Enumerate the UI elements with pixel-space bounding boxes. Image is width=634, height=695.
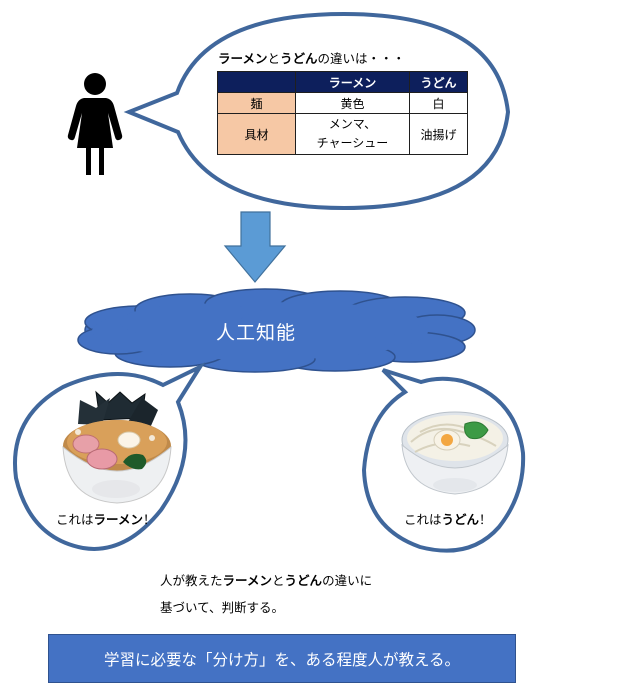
udon-caption: これはうどん！ [404, 509, 492, 528]
cell-udon-noodle: 白 [408, 92, 469, 114]
speech-title-to: と [267, 51, 281, 66]
ai-cloud [77, 288, 476, 373]
explanation-part: 人が教えた [160, 573, 223, 588]
summary-banner: 学習に必要な「分け方」を、ある程度人が教える。 [48, 634, 516, 683]
speech-title: ラーメンとうどんの違いは・・・ [218, 48, 405, 67]
person-icon [67, 73, 123, 175]
table-header-udon: うどん [408, 71, 469, 93]
ramen-caption-prefix: これは [56, 512, 94, 527]
ramen-caption: これはラーメン！ [56, 509, 156, 528]
speech-title-ramen: ラーメン [218, 51, 268, 66]
ramen-bowl-illustration [62, 390, 172, 504]
udon-caption-prefix: これは [404, 512, 442, 527]
udon-caption-exclaim: ！ [479, 512, 492, 527]
table-header-row: ラーメン うどん [217, 71, 469, 93]
cell-udon-toppings: 油揚げ [408, 113, 469, 155]
udon-bowl-illustration [401, 411, 509, 495]
table-row: 具材 メンマ、 チャーシュー 油揚げ [217, 113, 469, 155]
explanation-ramen: ラーメン [222, 573, 273, 588]
cell-ramen-toppings-line2: チャーシュー [316, 136, 389, 150]
table-row: 麺 黄色 白 [217, 92, 469, 114]
row-label-toppings: 具材 [217, 113, 296, 155]
cell-ramen-noodle: 黄色 [295, 92, 410, 114]
explanation-part: の違いに [322, 573, 373, 588]
cell-ramen-toppings: メンマ、 チャーシュー [295, 113, 410, 155]
cell-ramen-toppings-line1: メンマ、 [328, 117, 377, 131]
speech-title-udon: うどん [280, 51, 318, 66]
table-header-empty [217, 71, 296, 93]
row-label-noodle: 麺 [217, 92, 296, 114]
explanation-part: と [272, 573, 285, 588]
comparison-table: ラーメン うどん 麺 黄色 白 具材 メンマ、 チャーシュー 油揚げ [217, 71, 469, 155]
explanation-line2: 基づいて、判断する。 [160, 600, 285, 615]
ramen-caption-word: ラーメン [93, 512, 144, 527]
explanation-text: 人が教えたラーメンとうどんの違いに 基づいて、判断する。 [160, 567, 372, 621]
udon-caption-word: うどん [441, 512, 480, 527]
ai-label: 人工知能 [216, 322, 297, 344]
summary-banner-text: 学習に必要な「分け方」を、ある程度人が教える。 [103, 650, 461, 669]
speech-title-rest: の違いは・・・ [317, 51, 406, 66]
table-header-ramen: ラーメン [295, 71, 410, 93]
down-arrow [223, 211, 287, 283]
explanation-udon: うどん [284, 573, 323, 588]
ramen-caption-exclaim: ！ [143, 512, 156, 527]
